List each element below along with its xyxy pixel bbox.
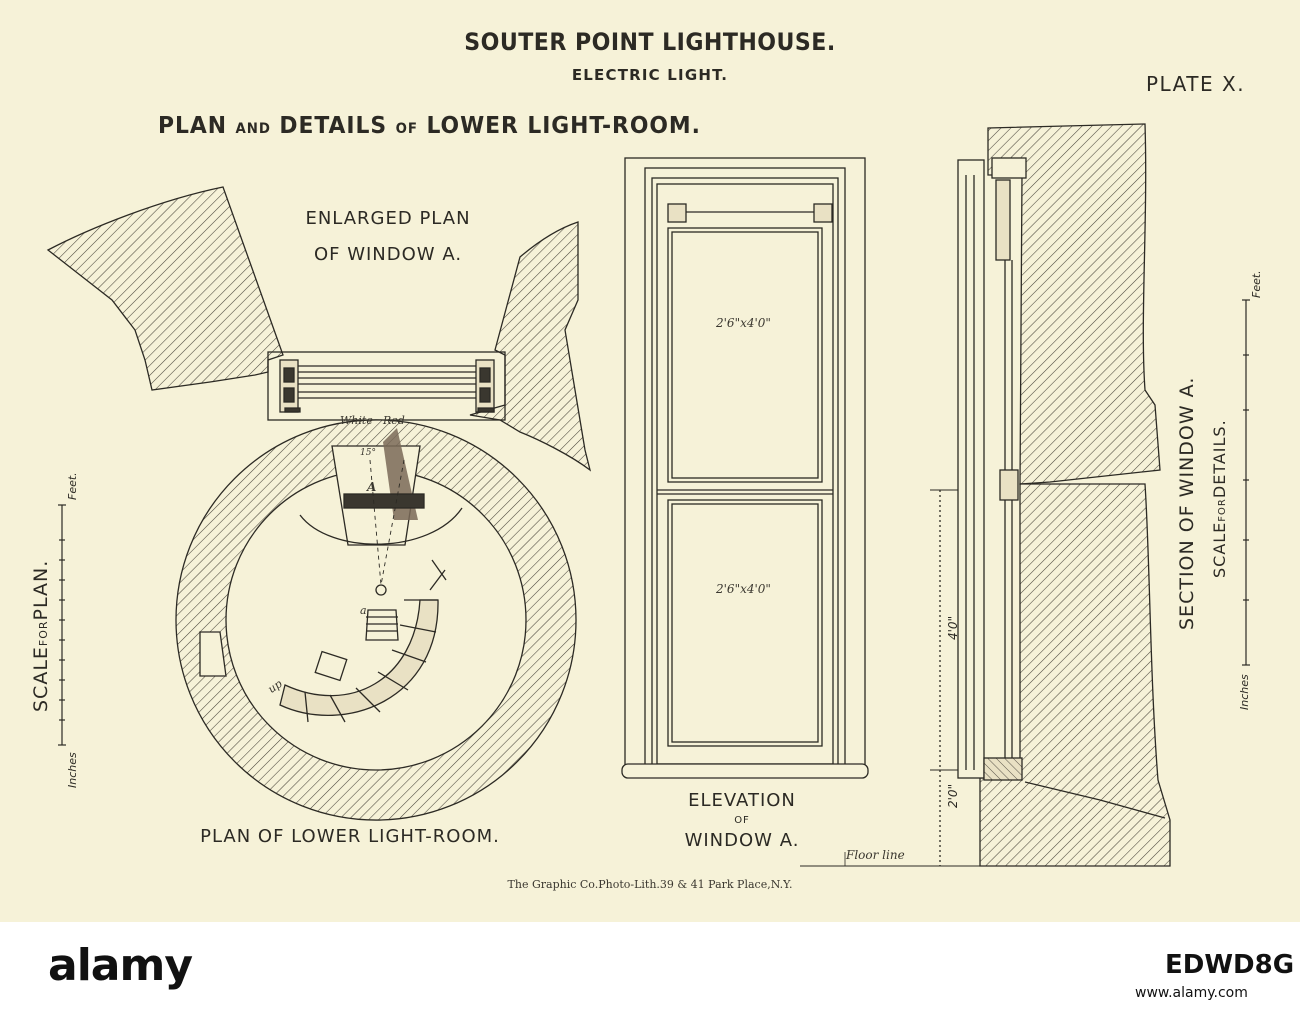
- heading-word: DETAILS: [279, 113, 388, 139]
- elevation-label-line2: WINDOW A.: [684, 830, 800, 851]
- sector-red-label: Red: [383, 414, 405, 427]
- sector-white-label: White: [340, 414, 373, 427]
- right-wall-masonry: [469, 221, 592, 472]
- drawing-canvas: [46, 123, 1250, 867]
- upper-pane-dimension: 2'6"x4'0": [716, 316, 771, 330]
- section-label: SECTION OF WINDOW A.: [1176, 376, 1198, 630]
- plate-heading: PLAN AND DETAILS OF LOWER LIGHT-ROOM.: [158, 113, 701, 139]
- scale-word-small: FOR: [37, 620, 50, 647]
- dimension-2ft: 2'0": [946, 783, 960, 808]
- sill: [621, 763, 869, 779]
- lower-glass-pane: [667, 499, 823, 747]
- floor-line-label: Floor line: [846, 848, 905, 862]
- plan-label: PLAN OF LOWER LIGHT-ROOM.: [200, 826, 500, 847]
- lithograph-plate: SOUTER POINT LIGHTHOUSE. ELECTRIC LIGHT.…: [0, 0, 1300, 922]
- plan-lower-light-room: [175, 419, 577, 821]
- scale-details-inches: Inches: [1238, 674, 1251, 710]
- lower-pane-dimension: 2'6"x4'0": [716, 582, 771, 596]
- scale-word: SCALE: [30, 646, 52, 712]
- table-square: [314, 650, 348, 682]
- window-frame-plan: [267, 351, 506, 421]
- plate-number: PLATE X.: [1146, 72, 1246, 96]
- mark-a-label: a: [360, 604, 367, 617]
- scale-for-details-label: SCALEFORDETAILS.: [1210, 419, 1229, 578]
- elevation-outer-frame: [624, 157, 866, 771]
- scale-for-plan: [58, 504, 66, 746]
- left-wall-masonry: [46, 186, 284, 391]
- scale-for-plan-label: SCALEFORPLAN.: [30, 560, 52, 712]
- printer-credit: The Graphic Co.Photo-Lith.39 & 41 Park P…: [507, 878, 793, 891]
- section-window-a: [800, 123, 1171, 867]
- scale-word-small: FOR: [1217, 498, 1228, 522]
- plan-outer-wall: [175, 419, 577, 821]
- hinge-left: [667, 203, 687, 223]
- scale-word: DETAILS.: [1210, 419, 1229, 499]
- plate-title: SOUTER POINT LIGHTHOUSE.: [464, 28, 836, 56]
- spiral-steps: [365, 609, 399, 641]
- scale-for-details: [1242, 299, 1250, 666]
- hinge-right: [813, 203, 833, 223]
- window-a-in-plan: [343, 493, 425, 509]
- enlarged-plan-label-line1: ENLARGED PLAN: [305, 208, 471, 229]
- alamy-logo: alamy: [48, 940, 193, 991]
- elevation-window-a: [621, 157, 869, 779]
- heading-word: LOWER LIGHT-ROOM.: [426, 113, 701, 139]
- sector-angle-label: 15°: [360, 448, 376, 458]
- inner-curved-partition: [299, 507, 463, 545]
- section-frame: [957, 159, 985, 779]
- heading-word-small: AND: [235, 121, 271, 137]
- elevation-label-of: OF: [734, 815, 750, 826]
- elevation-label-line1: ELEVATION: [688, 790, 796, 811]
- image-id: EDWD8G: [1165, 950, 1295, 980]
- curved-stair: [279, 599, 439, 717]
- upper-glass-pane: [667, 227, 823, 483]
- scale-plan-inches: Inches: [66, 752, 79, 788]
- heading-word: PLAN: [158, 113, 227, 139]
- section-lower-wall: [979, 483, 1171, 867]
- enlarged-plan-label-line2: OF WINDOW A.: [313, 244, 463, 265]
- plate-subtitle: ELECTRIC LIGHT.: [571, 66, 729, 84]
- scale-details-feet: Feet.: [1250, 270, 1263, 298]
- stock-url: www.alamy.com: [1135, 985, 1248, 1001]
- stock-footer-band: [0, 922, 1300, 1013]
- dimension-4ft: 4'0": [946, 615, 960, 640]
- scale-word: PLAN.: [30, 559, 52, 621]
- window-a-mark: A: [367, 480, 377, 494]
- section-upper-wall: [987, 123, 1161, 485]
- scale-word: SCALE: [1210, 521, 1229, 578]
- enlarged-plan-window-a: [46, 186, 592, 472]
- heading-word-small: OF: [395, 121, 418, 137]
- scale-plan-feet: Feet.: [66, 472, 79, 500]
